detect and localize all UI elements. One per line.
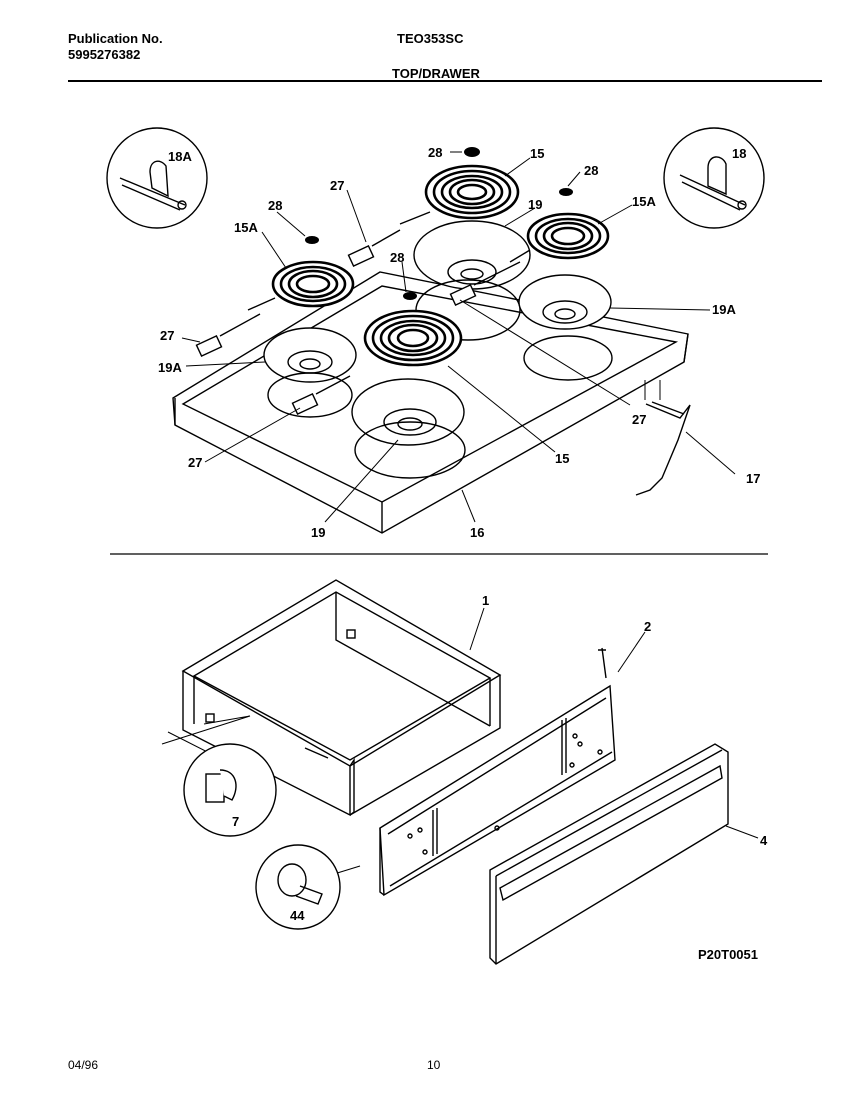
callout-15-front: 15	[555, 451, 569, 466]
detail-circle-18A	[106, 127, 208, 229]
callout-7: 7	[232, 814, 239, 829]
footer-page-number: 10	[427, 1058, 441, 1072]
callout-27-left: 27	[160, 328, 174, 343]
callout-18: 18	[732, 146, 746, 161]
callout-15A-right: 15A	[632, 194, 656, 209]
drawer-front-panel	[379, 647, 616, 897]
drip-bowl-front-left	[263, 327, 357, 418]
callout-28-rear: 28	[428, 145, 442, 160]
bottom-leader-lines	[161, 607, 759, 875]
detail-circle-7	[183, 743, 277, 837]
callout-15A-left: 15A	[234, 220, 258, 235]
support-rod	[635, 401, 691, 496]
callout-16: 16	[470, 525, 484, 540]
detail-circle-18	[663, 127, 765, 229]
coil-front-center	[363, 309, 463, 367]
drip-bowl-right	[518, 274, 613, 381]
callout-19A-left: 19A	[158, 360, 182, 375]
callout-28-right: 28	[584, 163, 598, 178]
model-number: TEO353SC	[397, 31, 464, 46]
trim-ring-markers	[305, 147, 573, 300]
header-rule	[68, 80, 822, 82]
callout-19-front: 19	[311, 525, 325, 540]
coil-left	[271, 260, 355, 308]
callout-27-right: 27	[632, 412, 646, 427]
callout-19A-right: 19A	[712, 302, 736, 317]
callout-2: 2	[644, 619, 651, 634]
publication-number: 5995276382	[68, 47, 141, 62]
callout-27-front: 27	[188, 455, 202, 470]
coil-rear-center	[424, 164, 520, 220]
callout-28-front: 28	[390, 250, 404, 265]
callout-44: 44	[290, 908, 305, 923]
callout-28-left: 28	[268, 198, 282, 213]
callout-15-rear: 15	[530, 146, 544, 161]
drawer-front-cover	[489, 743, 729, 965]
detail-circle-44	[255, 844, 341, 930]
footer-date: 04/96	[68, 1058, 99, 1072]
drip-bowl-front-center	[351, 378, 466, 479]
callout-27-rear: 27	[330, 178, 344, 193]
callout-19-rear: 19	[528, 197, 542, 212]
figure-code: P20T0051	[698, 947, 758, 962]
callout-4: 4	[760, 833, 768, 848]
section-title: TOP/DRAWER	[392, 66, 480, 81]
callout-18A: 18A	[168, 149, 192, 164]
top-leader-lines	[181, 151, 736, 523]
coil-right	[526, 212, 610, 260]
publication-label: Publication No.	[68, 31, 163, 46]
callout-17: 17	[746, 471, 760, 486]
drawer-body	[181, 579, 502, 817]
callout-1: 1	[482, 593, 489, 608]
